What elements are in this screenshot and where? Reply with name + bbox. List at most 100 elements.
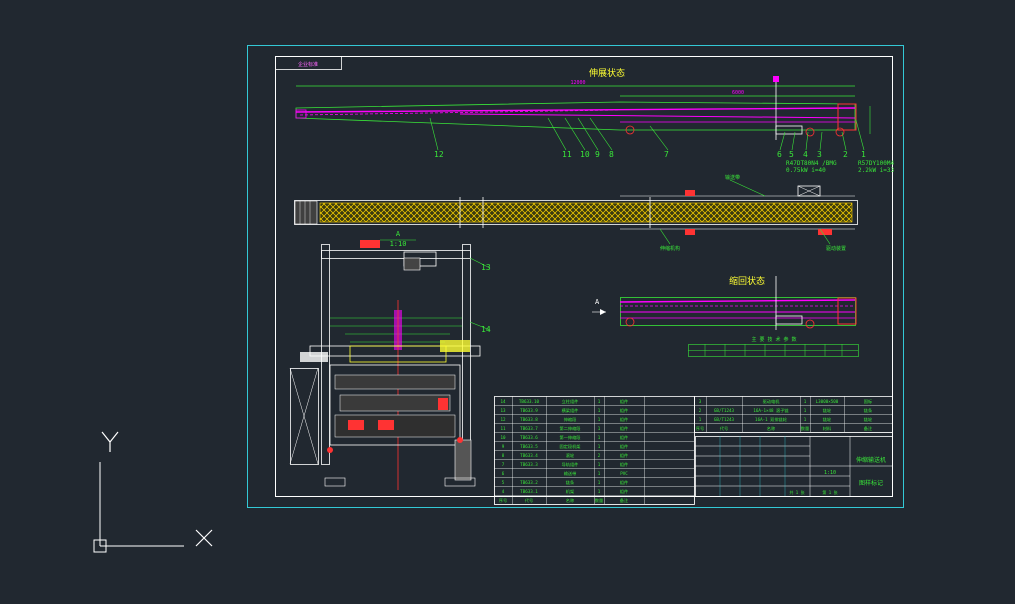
bom-left-cell: 组件: [620, 452, 628, 459]
bom-right-cell: L3000×500: [816, 399, 839, 404]
callout-2: 2: [843, 150, 848, 159]
drawing-scale: 1:10: [824, 470, 836, 476]
bom-left-cell: 伸缩段: [564, 416, 577, 423]
bom-left-cell: 组件: [620, 479, 628, 486]
callout-10: 10: [580, 150, 590, 159]
bom-left-cell: 2: [598, 453, 601, 458]
bom-left-cell: 7: [502, 462, 505, 467]
bom-left-cell: 12: [500, 417, 506, 422]
bom-left-cell: TB633.9: [520, 408, 538, 413]
title-block: 伸缩输送机 图样标记 1:10 共 1 张 第 1 张: [695, 436, 893, 497]
bom-left-cell: 组件: [620, 425, 628, 432]
bom-left-cell: TB633.4: [520, 453, 538, 458]
bom-left-cell: 第二伸缩段: [560, 425, 582, 432]
bom-left-cell: 9: [502, 444, 505, 449]
callout-7: 7: [664, 150, 669, 159]
bom-right-header-cell: 序号: [696, 425, 704, 432]
bom-left-cell: 1: [598, 489, 601, 494]
bom-right-header-cell: 代号: [720, 425, 728, 432]
bom-left-cell: 链条: [566, 479, 575, 486]
top-view: 输送带 伸缩机构 驱动装置: [294, 174, 858, 252]
bom-left-cell: 1: [598, 444, 601, 449]
bom-right-cell: 1: [804, 408, 807, 413]
bom-left-cell: 组件: [620, 398, 628, 405]
bom-left-cell: TB633.7: [520, 426, 538, 431]
bom-left-cell: 14: [500, 399, 506, 404]
bom-right-cell: 链轮: [823, 407, 832, 414]
bom-left-header-cell: 数量: [595, 497, 603, 504]
bom-right-cell: 3: [699, 399, 702, 404]
bom-left-cell: 1: [598, 435, 601, 440]
callout-13: 13: [481, 263, 491, 272]
sheet-number: 第 1 张: [822, 489, 837, 495]
motor-right-power: 2.2kW i=33: [858, 167, 895, 174]
bom-right-cell: 16A-1×48 滚子链: [753, 407, 789, 414]
bom-right-cell: GB/T1243: [714, 408, 735, 413]
bom-right-header-cell: 材料: [823, 425, 832, 432]
drawing-name: 伸缩输送机: [856, 456, 886, 464]
top-view-note-1: 输送带: [725, 174, 740, 181]
callout-1: 1: [861, 150, 866, 159]
bom-left-cell: 组件: [620, 407, 628, 414]
bom-left-cell: TB633.2: [520, 480, 538, 485]
bom-left-cell: 6: [502, 471, 505, 476]
retracted-view: 缩回状态 A: [592, 275, 857, 330]
bom-left-cell: 1: [598, 480, 601, 485]
sheet-border: [247, 45, 904, 508]
callout-3: 3: [817, 150, 822, 159]
bom-right-header-cell: 备注: [864, 425, 873, 432]
bom-left-cell: 组件: [620, 434, 628, 441]
bom-left-header-cell: 序号: [499, 497, 507, 504]
bom-left-cell: 固定段机架: [560, 443, 581, 450]
callout-12: 12: [434, 150, 444, 159]
bom-left-cell: 导轨组件: [562, 461, 579, 468]
top-view-note-3: 驱动装置: [826, 245, 846, 252]
retracted-view-title: 缩回状态: [729, 275, 765, 287]
ucs-icon: Y X: [0, 0, 213, 553]
side-view-title: 伸展状态: [589, 67, 625, 79]
bom-right-cell: 驱动电机: [763, 398, 781, 405]
bom-left-cell: 横梁组件: [562, 407, 579, 414]
bom-left-cell: TB633.3: [520, 462, 538, 467]
bom-right-cell: 1: [699, 417, 702, 422]
bom-right-cell: 2: [699, 408, 702, 413]
sheet-count: 共 1 张: [789, 489, 804, 495]
section-view: A 1:10: [289, 230, 491, 490]
bom-left-cell: TB633.10: [519, 399, 540, 404]
bom-right-cell: GB/T1243: [714, 417, 735, 422]
bom-left-cell: TB633.1: [520, 489, 538, 494]
bom-left-cell: 1: [598, 417, 601, 422]
bom-right-cell: 1: [804, 417, 807, 422]
bom-left-cell: 1: [598, 408, 601, 413]
frame-stamp-box: [275, 56, 342, 70]
bom-left-cell: 组件: [620, 461, 628, 468]
bom-right-cell: 链轮: [864, 416, 873, 423]
top-dimension: 12000: [570, 80, 585, 86]
mid-dimension: 6000: [732, 90, 744, 96]
bom-right-header-cell: 名称: [767, 425, 775, 432]
bom-left-cell: 11: [500, 426, 506, 431]
bom-left-cell: TB633.8: [520, 417, 538, 422]
ucs-y-label: Y: [0, 0, 1, 1]
view-arrow-label: A: [595, 298, 600, 306]
callout-9: 9: [595, 150, 600, 159]
bom-right-cell: 16A-1 双排链轮: [755, 416, 788, 423]
ucs-x-label: X: [0, 0, 1, 1]
motor-spec-right: R57DY100M4 2.2kW i=33: [858, 160, 895, 174]
bom-right-cell: 1: [804, 399, 807, 404]
drawing-border: [275, 56, 893, 497]
frame-stamp: 企业标准: [298, 61, 318, 68]
bom-right-cell: 国标: [864, 398, 872, 405]
motor-left-power: 0.75kW i=40: [786, 167, 826, 174]
parameter-table-title: 主 要 技 术 参 数: [751, 336, 796, 343]
bom-right-header-cell: 数量: [801, 425, 809, 432]
bom-left-header-cell: 备注: [620, 497, 629, 504]
section-label: A: [396, 230, 401, 238]
bom-right-cell: 链轮: [823, 416, 832, 423]
bom-left-cell: 输送带: [564, 470, 577, 477]
bom-left-cell: 1: [598, 471, 601, 476]
bom-right-cell: 链条: [864, 407, 873, 414]
